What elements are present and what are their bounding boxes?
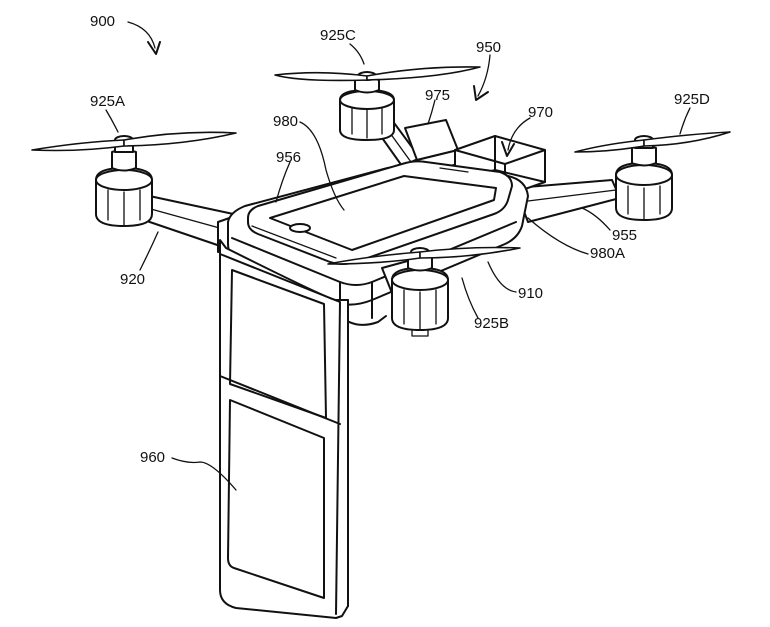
motor-925a	[95, 135, 153, 227]
label-975: 975	[425, 87, 450, 104]
propeller-925a	[31, 131, 237, 152]
propeller-925c	[274, 66, 481, 82]
propeller-925b	[327, 246, 521, 265]
label-960: 960	[140, 449, 165, 466]
label-925a: 925A	[90, 93, 125, 110]
label-925d: 925D	[674, 91, 710, 108]
label-955: 955	[612, 227, 637, 244]
label-900: 900	[90, 13, 115, 30]
label-980a: 980A	[590, 245, 625, 262]
label-925b: 925B	[474, 315, 509, 332]
label-980: 980	[273, 113, 298, 130]
label-970: 970	[528, 104, 553, 121]
propeller-925d	[574, 131, 731, 153]
reference-labels: 900 925C 950 925A 975 970 925D 980 956 9…	[90, 13, 710, 466]
label-950: 950	[476, 39, 501, 56]
label-910: 910	[518, 285, 543, 302]
motor-925c	[339, 71, 395, 141]
phone-980	[247, 160, 513, 265]
label-925c: 925C	[320, 27, 356, 44]
label-956: 956	[276, 149, 301, 166]
leader-lines	[105, 21, 691, 491]
landing-leg-960	[219, 239, 349, 619]
label-920: 920	[120, 271, 145, 288]
